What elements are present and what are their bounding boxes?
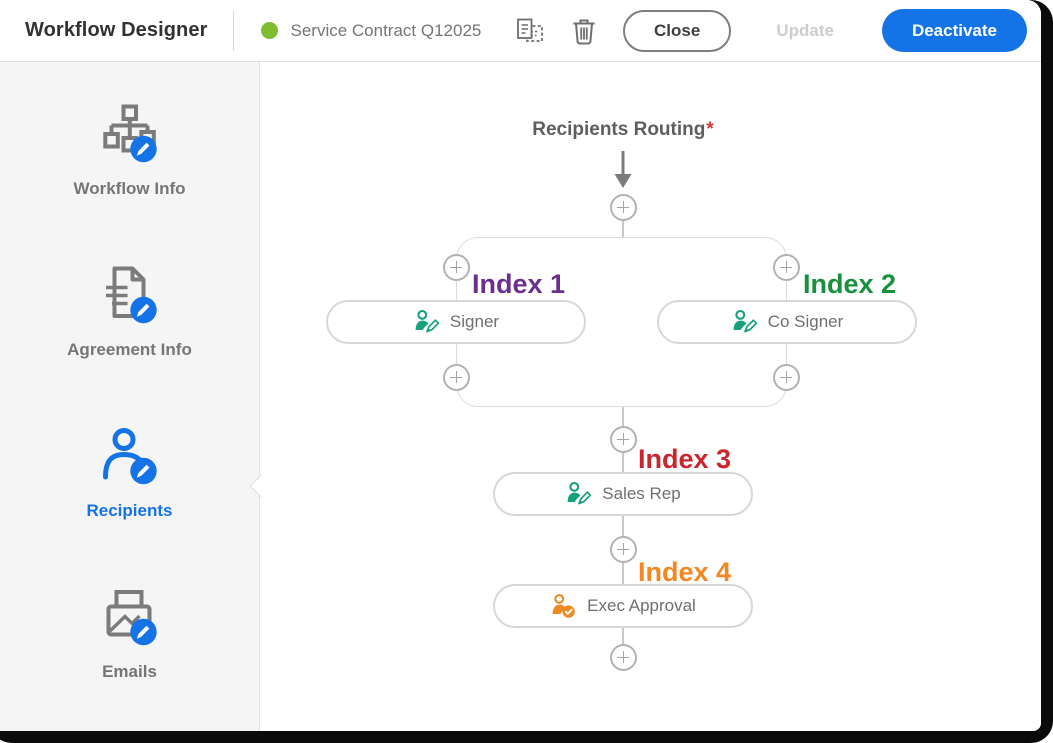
duplicate-document-icon[interactable] xyxy=(514,15,546,47)
recipient-node-signer[interactable]: Signer xyxy=(326,300,586,344)
recipient-node-sales-rep[interactable]: Sales Rep xyxy=(493,472,753,516)
agreement-document-icon xyxy=(99,265,161,327)
add-recipient-button[interactable] xyxy=(773,254,800,281)
add-recipient-button[interactable] xyxy=(610,194,637,221)
index-label: Index 2 xyxy=(803,269,897,299)
approver-check-icon xyxy=(550,593,576,619)
add-recipient-button[interactable] xyxy=(610,426,637,453)
status-dot xyxy=(261,22,279,39)
connector-line xyxy=(622,452,624,472)
workflow-name: Service Contract Q12025 xyxy=(290,20,482,40)
add-recipient-button[interactable] xyxy=(610,536,637,563)
header-toolbar: Workflow Designer Service Contract Q1202… xyxy=(0,0,1041,62)
signer-pen-icon xyxy=(413,309,440,335)
update-button[interactable]: Update xyxy=(776,20,834,40)
sidebar-item-label: Emails xyxy=(102,662,157,681)
recipient-node-label: Co Signer xyxy=(767,312,844,331)
required-marker: * xyxy=(706,119,714,140)
sidebar: Workflow Info Agreement Info xyxy=(0,62,260,731)
sidebar-item-label: Workflow Info xyxy=(73,179,186,198)
sidebar-item-label: Recipients xyxy=(86,501,173,520)
close-button[interactable]: Close xyxy=(623,9,732,52)
add-recipient-button[interactable] xyxy=(443,254,470,281)
app-body: Workflow Info Agreement Info xyxy=(0,62,1041,731)
index-label: Index 3 xyxy=(638,444,732,474)
connector-line xyxy=(622,516,624,536)
add-recipient-button[interactable] xyxy=(610,644,637,671)
signer-pen-icon xyxy=(731,309,757,335)
sidebar-item-recipients[interactable]: Recipients xyxy=(0,426,259,521)
recipient-person-icon xyxy=(99,426,161,488)
canvas-title-text: Recipients Routing xyxy=(532,119,706,140)
trash-icon[interactable] xyxy=(568,15,600,47)
connector-line xyxy=(622,221,624,237)
signer-pen-icon xyxy=(565,481,592,507)
sidebar-item-emails[interactable]: Emails xyxy=(0,587,259,682)
recipient-node-label: Exec Approval xyxy=(587,596,696,615)
add-recipient-button[interactable] xyxy=(443,364,470,391)
recipient-node-exec-approval[interactable]: Exec Approval xyxy=(493,584,753,628)
down-arrow-icon xyxy=(614,151,632,188)
deactivate-button[interactable]: Deactivate xyxy=(881,9,1027,52)
workflow-designer-app: Workflow Designer Service Contract Q1202… xyxy=(0,0,1041,731)
sidebar-item-workflow-info[interactable]: Workflow Info xyxy=(0,104,259,199)
email-icon xyxy=(99,587,161,649)
connector-line xyxy=(622,407,624,426)
add-recipient-button[interactable] xyxy=(773,364,800,391)
sidebar-item-agreement-info[interactable]: Agreement Info xyxy=(0,265,259,360)
sitemap-icon xyxy=(99,104,161,166)
connector-line xyxy=(622,562,624,584)
page-title: Workflow Designer xyxy=(25,19,208,41)
recipient-node-label: Signer xyxy=(449,312,500,331)
canvas-title: Recipients Routing* xyxy=(473,119,773,141)
sidebar-item-label: Agreement Info xyxy=(67,340,192,359)
index-label: Index 1 xyxy=(472,269,566,299)
recipient-node-label: Sales Rep xyxy=(602,484,681,503)
recipient-node-co-signer[interactable]: Co Signer xyxy=(657,300,917,344)
connector-line xyxy=(622,628,624,644)
index-label: Index 4 xyxy=(638,557,732,587)
header-divider xyxy=(233,10,235,51)
routing-canvas: Recipients Routing* xyxy=(260,62,1041,731)
